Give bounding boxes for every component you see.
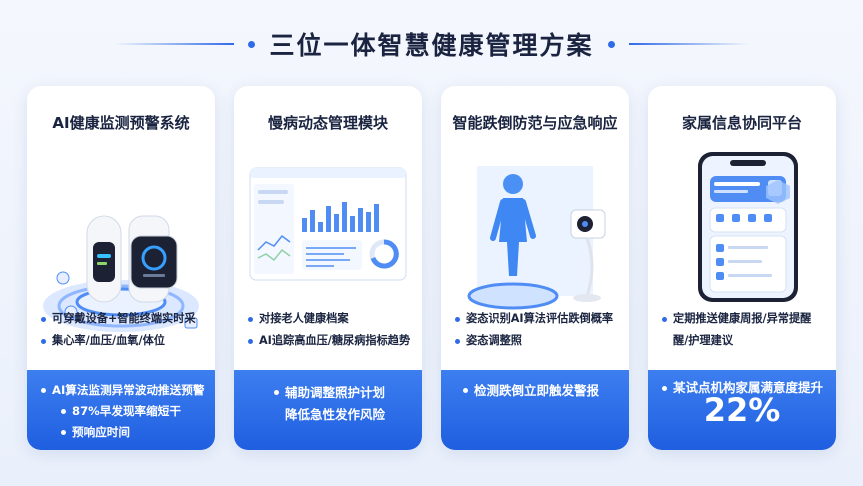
feature-item: AI追踪高血压/糖尿病指标趋势 [248,330,411,352]
feature-text: 姿态识别AI算法评估跌倒概率 [466,312,614,325]
title-left-line [114,43,235,45]
feature-list: 可穿戴设备+智能终端实时采 集心率/血压/血氧/体位 [41,308,201,352]
wearable-devices-illustration [43,215,199,332]
mobile-app-illustration [698,152,798,302]
feature-list: 定期推送健康周报/异常提醒 醒/护理建议 [662,308,822,352]
card-title: 智能跌倒防范与应急响应 [452,114,618,132]
highlight-item: 降低急性发作风险 [274,404,422,426]
highlight-text: 检测跌倒立即触发警报 [474,383,600,398]
highlight-text: AI算法监测异常波动推送预警 [52,383,205,397]
title-row: 三位一体智慧健康管理方案 [0,24,863,64]
highlight-text: 预响应时间 [72,425,130,439]
feature-text: 姿态调整照 [466,334,522,347]
bullet-icon [455,339,460,344]
dashboard-illustration [249,167,407,281]
card-title: 家属信息协同平台 [681,114,802,132]
highlight-item: 某试点机构家属满意度提升 [662,378,836,398]
title-right-line [628,43,749,45]
feature-item: 可穿戴设备+智能终端实时采 [41,308,201,330]
card-title: 慢病动态管理模块 [267,114,388,132]
highlight-text: 某试点机构家属满意度提升 [673,380,824,395]
bullet-icon [41,388,46,393]
feature-item: 醒/护理建议 [662,330,822,352]
card-health-monitoring: AI健康监测预警系统 可穿戴设备+智能终端实时采 集心率/血压/血氧/体位 AI… [27,86,215,450]
bullet-icon [61,430,66,435]
card-family-platform: 家属信息协同平台 定期推送健康周报/异常提醒 醒/护理建议 某试点机构家属满意度… [648,86,836,450]
feature-text: 集心率/血压/血氧/体位 [52,334,165,347]
card-fall-prevention: 智能跌倒防范与应急响应 姿态识别AI算法评估跌倒概率 姿态调整照 检测跌倒立即触… [441,86,629,450]
feature-item: 对接老人健康档案 [248,308,408,330]
highlight-panel: AI算法监测异常波动推送预警 87%早发现率缩短干 预响应时间 [27,370,215,450]
highlight-panel: 检测跌倒立即触发警报 [441,370,629,450]
bullet-icon [662,317,667,322]
bullet-icon [248,317,253,322]
fall-detection-illustration [467,166,606,310]
feature-list: 对接老人健康档案 AI追踪高血压/糖尿病指标趋势 [248,308,411,352]
highlight-text: 87%早发现率缩短干 [72,404,181,418]
feature-item: 定期推送健康周报/异常提醒 [662,308,822,330]
bullet-icon [41,317,46,322]
title-right-dot [607,40,615,48]
feature-text: 定期推送健康周报/异常提醒 [673,312,812,325]
feature-list: 姿态识别AI算法评估跌倒概率 姿态调整照 [455,308,615,352]
highlight-panel: 某试点机构家属满意度提升 22% [648,370,836,450]
bullet-icon [455,317,460,322]
highlight-panel: 辅助调整照护计划 降低急性发作风险 [234,370,422,450]
bullet-icon [61,409,66,414]
feature-item: 姿态调整照 [455,330,615,352]
highlight-text: 降低急性发作风险 [285,407,386,422]
title-left-dot [248,40,256,48]
feature-text: 对接老人健康档案 [259,312,349,325]
bullet-icon [274,390,279,395]
card-title: AI健康监测预警系统 [52,114,190,132]
bullet-icon [662,386,667,391]
page-title: 三位一体智慧健康管理方案 [269,31,594,60]
highlight-item: AI算法监测异常波动推送预警 [41,380,205,401]
feature-text: 可穿戴设备+智能终端实时采 [52,312,196,325]
bullet-icon [41,339,46,344]
highlight-item: 87%早发现率缩短干 [41,401,201,422]
bullet-icon [463,388,468,393]
highlight-text: 辅助调整照护计划 [285,385,386,400]
satisfaction-stat: 22% [703,391,781,429]
feature-item: 姿态识别AI算法评估跌倒概率 [455,308,615,330]
card-chronic-disease: 慢病动态管理模块 对接老人健康档案 AI追踪高血压/糖尿病指标趋势 辅助调整照护… [234,86,422,450]
highlight-item: 检测跌倒立即触发警报 [463,380,629,402]
feature-text: AI追踪高血压/糖尿病指标趋势 [259,334,411,347]
highlight-item: 辅助调整照护计划 [274,382,422,404]
feature-text: 醒/护理建议 [673,334,734,347]
feature-item: 集心率/血压/血氧/体位 [41,330,201,352]
highlight-item: 预响应时间 [41,422,201,443]
bullet-icon [248,339,253,344]
